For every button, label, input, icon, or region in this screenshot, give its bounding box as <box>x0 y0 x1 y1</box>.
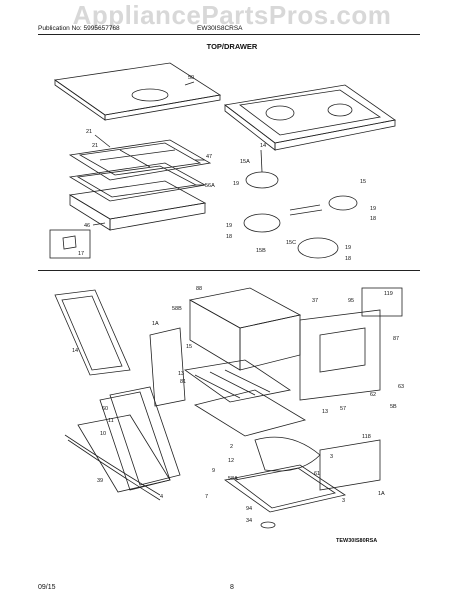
watermark: AppliancePartsPros.com <box>72 0 392 30</box>
label-63: 63 <box>398 384 404 390</box>
label-57: 57 <box>340 406 346 412</box>
label-13a: 13 <box>178 371 184 377</box>
label-61: 61 <box>314 471 320 477</box>
section-title: TOP/DRAWER <box>206 42 258 51</box>
top-assembly-diagram: 50 14 21 21 47 56A 15A 19 15 19 18 19 18… <box>49 62 397 262</box>
label-46: 46 <box>84 223 90 229</box>
model-number: EW30IS8CRSA <box>197 25 243 32</box>
label-12: 12 <box>228 458 234 464</box>
label-17: 17 <box>78 251 84 257</box>
label-1a2: 1A <box>378 491 385 497</box>
label-11: 11 <box>108 418 114 424</box>
label-7: 7 <box>205 494 208 500</box>
label-95: 95 <box>348 298 354 304</box>
label-19c: 19 <box>226 223 232 229</box>
section-divider <box>38 270 420 271</box>
label-118: 118 <box>362 434 371 440</box>
label-37: 37 <box>312 298 318 304</box>
label-19a: 19 <box>233 181 239 187</box>
label-10: 10 <box>100 431 106 437</box>
label-19b: 19 <box>370 206 376 212</box>
label-15a: 15A <box>240 159 250 165</box>
label-5b: 5B <box>390 404 397 410</box>
label-88: 88 <box>196 286 202 292</box>
label-1a: 1A <box>152 321 159 327</box>
label-4: 4 <box>160 494 163 500</box>
label-9: 9 <box>212 468 215 474</box>
label-19d: 19 <box>345 245 351 251</box>
diagram-code: TEW30IS80RSA <box>336 538 377 544</box>
label-3: 3 <box>342 498 345 504</box>
label-18c: 18 <box>345 256 351 262</box>
label-58a: 58A <box>228 476 238 482</box>
label-18b: 18 <box>226 234 232 240</box>
label-14b: 14 <box>72 348 78 354</box>
label-3b: 3 <box>330 454 333 460</box>
label-47: 47 <box>206 154 212 160</box>
label-119: 119 <box>384 291 393 297</box>
label-87: 87 <box>393 336 399 342</box>
label-2: 2 <box>230 444 233 450</box>
label-15b: 15B <box>256 248 266 254</box>
drawer-assembly-diagram: 88 58B 1A 15 37 95 119 14 87 13 81 63 62… <box>54 286 404 544</box>
label-94: 94 <box>246 506 252 512</box>
footer-date: 09/15 <box>38 584 56 591</box>
label-62: 62 <box>370 392 376 398</box>
label-56a: 56A <box>205 183 215 189</box>
label-81: 81 <box>180 379 186 385</box>
label-58b: 58B <box>172 306 182 312</box>
publication-number: Publication No: 5995657768 <box>38 25 120 32</box>
label-39: 39 <box>97 478 103 484</box>
header-rule <box>38 34 420 35</box>
label-60: 60 <box>102 406 108 412</box>
label-21a: 21 <box>86 129 92 135</box>
label-18a: 18 <box>370 216 376 222</box>
label-15c: 15C <box>286 240 296 246</box>
label-21b: 21 <box>92 143 98 149</box>
label-50: 50 <box>188 75 194 81</box>
label-15: 15 <box>186 344 192 350</box>
label-34: 34 <box>246 518 252 524</box>
label-13b: 13 <box>322 409 328 415</box>
label-14: 14 <box>260 143 266 149</box>
page-number: 8 <box>230 584 234 591</box>
label-15: 15 <box>360 179 366 185</box>
